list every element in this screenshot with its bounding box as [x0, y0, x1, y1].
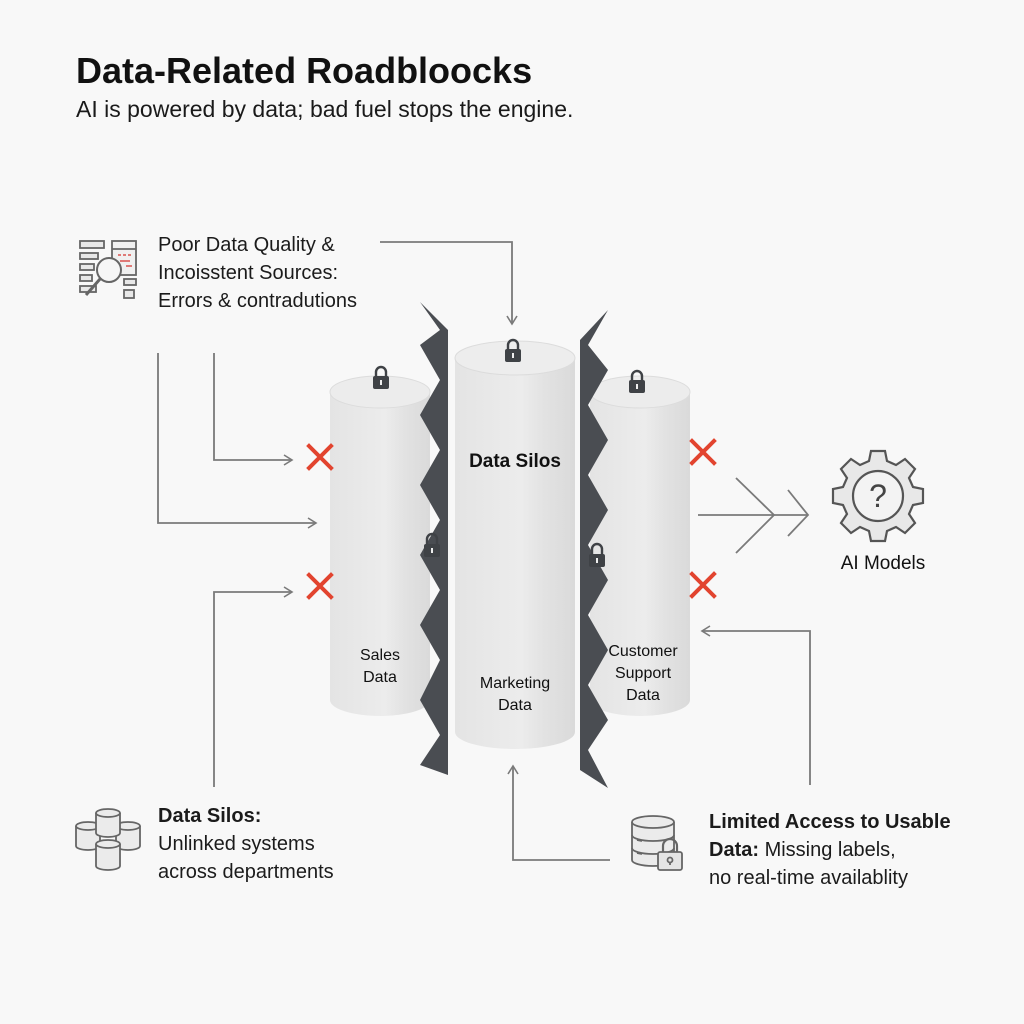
data-silos-center-title: Data Silos [469, 451, 561, 472]
callout-data-quality: Poor Data Quality & Incoisstent Sources:… [158, 231, 357, 315]
support-label-line1: Customer [608, 643, 678, 660]
page-subtitle: AI is powered by data; bad fuel stops th… [76, 96, 574, 122]
blocked-x-icon [306, 572, 334, 600]
callout-quality-line1: Poor Data Quality & [158, 234, 335, 256]
arrow-ai-chevron-inner [787, 489, 810, 537]
blocked-x-icon [689, 438, 717, 466]
callout-access-heading: Limited Access to Usable [709, 811, 951, 833]
blocked-x-icon [306, 443, 334, 471]
arrow-access-to-support [700, 625, 811, 785]
database-cluster-icon [75, 808, 141, 871]
arrow-access-to-marketing [507, 764, 610, 861]
gear-question-icon: ? [831, 449, 925, 543]
lock-icon [629, 369, 645, 393]
arrow-quality-to-sales-top [213, 353, 294, 466]
support-label-line2: Support [614, 665, 672, 682]
marketing-label-line1: Marketing [479, 675, 551, 692]
arrow-silos-to-sales [213, 586, 294, 787]
ai-models-label: AI Models [840, 553, 926, 574]
svg-text:?: ? [869, 478, 887, 514]
arrow-ai-chevron-outer [735, 477, 776, 554]
sales-label-line2: Data [363, 669, 397, 686]
locked-database-icon [631, 815, 683, 871]
lock-icon [589, 542, 605, 567]
arrow-quality-to-center [380, 241, 518, 326]
arrow-quality-to-sales-mid [157, 353, 318, 529]
callout-access-line3: no real-time availablity [709, 867, 908, 889]
callout-silos-line3: across departments [158, 861, 334, 883]
connector-arrows [157, 241, 811, 861]
callout-access-line2-rest: Missing labels, [759, 839, 896, 861]
left-barrier-wall [420, 302, 448, 775]
data-inspection-magnifier-icon [79, 240, 137, 299]
marketing-data-label: Marketing Data [455, 673, 575, 717]
sales-data-label: Sales Data [330, 645, 430, 689]
callout-silos-line2: Unlinked systems [158, 833, 315, 855]
marketing-label-line2: Data [498, 697, 532, 714]
lock-icon [424, 532, 440, 557]
blocked-x-icon [689, 571, 717, 599]
callout-data-silos: Data Silos: Unlinked systems across depa… [158, 802, 334, 886]
sales-label-line1: Sales [359, 647, 401, 664]
callout-access-heading-cont: Data: [709, 839, 760, 861]
support-label-line3: Data [626, 687, 660, 704]
page-title: Data-Related Roadbloocks [76, 50, 533, 91]
sales-data-cylinder [329, 375, 431, 716]
support-data-label: Customer Support Data [593, 641, 693, 707]
callout-access-line2: Data: Missing labels, [709, 836, 951, 864]
callout-quality-line3: Errors & contradutions [158, 290, 357, 312]
lock-icon [505, 338, 521, 362]
right-barrier-wall [580, 310, 608, 788]
blocked-x-icons [306, 438, 717, 600]
callout-limited-access: Limited Access to Usable Data: Missing l… [709, 808, 951, 892]
callout-silos-heading: Data Silos: [158, 805, 262, 827]
lock-icon [373, 365, 389, 389]
callout-quality-line2: Incoisstent Sources: [158, 262, 339, 284]
